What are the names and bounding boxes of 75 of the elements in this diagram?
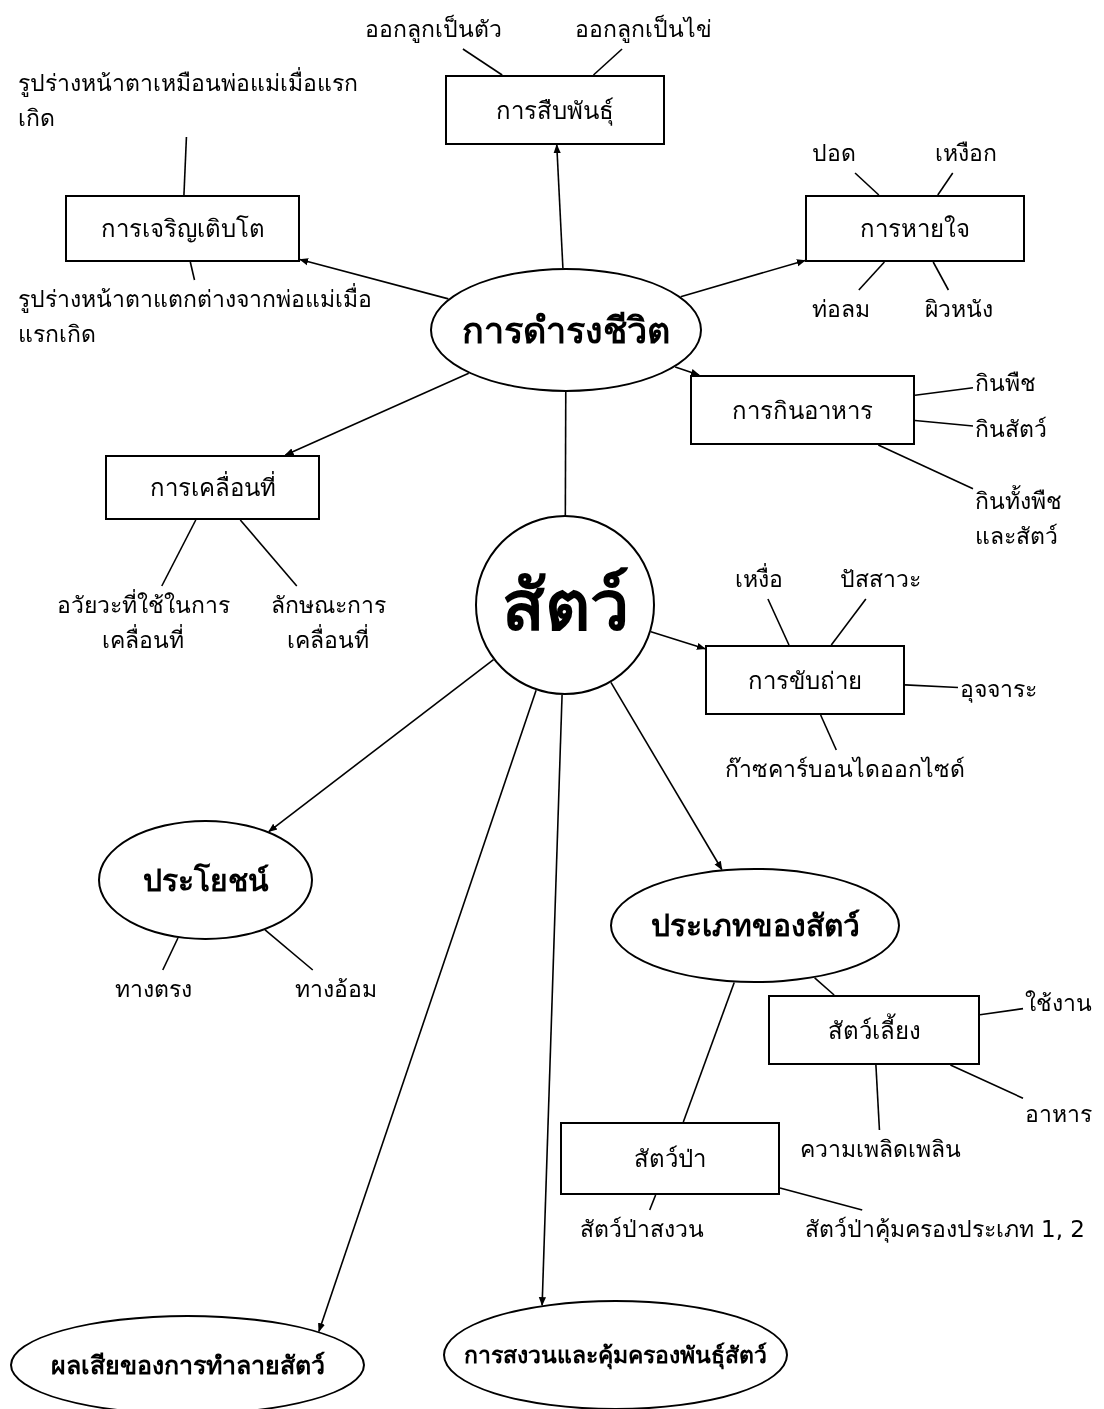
arrow bbox=[679, 259, 806, 298]
connector-line bbox=[682, 981, 736, 1123]
arrow bbox=[610, 681, 723, 871]
topic-ellipse: ผลเสียของการทำลายสัตว์ bbox=[10, 1315, 365, 1409]
connector-line bbox=[949, 1064, 1024, 1100]
connector-line bbox=[854, 172, 880, 196]
topic-box: การกินอาหาร bbox=[690, 375, 915, 445]
branch-label: เหงื่อ bbox=[735, 562, 783, 597]
connector-line bbox=[932, 261, 950, 291]
topic-box: การหายใจ bbox=[805, 195, 1025, 262]
connector-line bbox=[914, 386, 974, 397]
branch-label: ความเพลิดเพลิน bbox=[800, 1132, 961, 1167]
connector-line bbox=[564, 391, 567, 516]
arrow bbox=[674, 366, 700, 376]
arrow bbox=[299, 258, 450, 300]
connector-line bbox=[189, 261, 196, 281]
branch-label: ทางตรง bbox=[115, 972, 192, 1007]
connector-line bbox=[904, 684, 959, 689]
branch-label: ท่อลม bbox=[812, 292, 870, 327]
branch-label: ปัสสาวะ bbox=[840, 562, 921, 597]
connector-line bbox=[462, 48, 503, 76]
branch-label: ลักษณะการเคลื่อนที่ bbox=[248, 588, 408, 657]
topic-ellipse: ประโยชน์ bbox=[98, 820, 313, 940]
branch-label: ก๊าซคาร์บอนไดออกไซด์ bbox=[725, 752, 965, 787]
arrow bbox=[284, 372, 470, 456]
connector-line bbox=[914, 419, 974, 427]
connector-line bbox=[779, 1187, 863, 1211]
branch-label: สัตว์ป่าสงวน bbox=[580, 1212, 704, 1247]
branch-label: กินสัตว์ bbox=[975, 412, 1047, 447]
topic-box: การเคลื่อนที่ bbox=[105, 455, 320, 520]
connector-line bbox=[592, 48, 623, 76]
connector-line bbox=[264, 929, 314, 971]
branch-label: รูปร่างหน้าตาแตกต่างจากพ่อแม่เมื่อแรกเกิด bbox=[18, 282, 388, 351]
branch-label: รูปร่างหน้าตาเหมือนพ่อแม่เมื่อแรกเกิด bbox=[18, 66, 358, 135]
branch-label: อวัยวะที่ใช้ในการเคลื่อนที่ bbox=[48, 588, 238, 657]
branch-label: ปอด bbox=[812, 136, 856, 171]
branch-label: ใช้งาน bbox=[1025, 986, 1092, 1021]
branch-label: กินทั้งพืชและสัตว์ bbox=[975, 484, 1100, 553]
center-circle: สัตว์ bbox=[475, 515, 655, 695]
connector-line bbox=[813, 977, 835, 996]
connector-line bbox=[875, 1064, 881, 1131]
arrow bbox=[268, 658, 495, 833]
connector-line bbox=[648, 1194, 657, 1211]
connector-line bbox=[979, 1007, 1024, 1016]
branch-label: ออกลูกเป็นตัว bbox=[365, 12, 502, 47]
arrow bbox=[553, 144, 564, 269]
branch-label: กินพืช bbox=[975, 366, 1036, 401]
topic-ellipse: การดำรงชีวิต bbox=[430, 268, 702, 392]
topic-box: สัตว์ป่า bbox=[560, 1122, 780, 1195]
arrow bbox=[650, 631, 706, 650]
topic-box: การขับถ่าย bbox=[705, 645, 905, 715]
branch-label: สัตว์ป่าคุ้มครองประเภท 1, 2 bbox=[785, 1212, 1085, 1247]
topic-box: สัตว์เลี้ยง bbox=[768, 995, 980, 1065]
branch-label: ทางอ้อม bbox=[295, 972, 377, 1007]
connector-line bbox=[937, 172, 954, 196]
branch-label: อาหาร bbox=[1025, 1097, 1092, 1132]
connector-line bbox=[877, 444, 974, 490]
topic-box: การสืบพันธุ์ bbox=[445, 75, 665, 145]
topic-box: การเจริญเติบโต bbox=[65, 195, 300, 262]
branch-label: เหงือก bbox=[935, 136, 997, 171]
arrow bbox=[318, 689, 537, 1333]
connector-line bbox=[830, 598, 867, 646]
connector-line bbox=[183, 136, 188, 196]
connector-line bbox=[161, 519, 197, 587]
connector-line bbox=[767, 598, 790, 646]
branch-label: ออกลูกเป็นไข่ bbox=[575, 12, 712, 47]
connector-line bbox=[858, 261, 886, 291]
branch-label: อุจจาระ bbox=[960, 672, 1037, 707]
connector-line bbox=[161, 937, 179, 971]
topic-ellipse: ประเภทของสัตว์ bbox=[610, 868, 900, 983]
topic-ellipse: การสงวนและคุ้มครองพันธุ์สัตว์ bbox=[443, 1300, 788, 1409]
connector-line bbox=[819, 714, 838, 751]
connector-line bbox=[239, 519, 298, 587]
branch-label: ผิวหนัง bbox=[925, 292, 993, 327]
arrow bbox=[538, 694, 563, 1307]
